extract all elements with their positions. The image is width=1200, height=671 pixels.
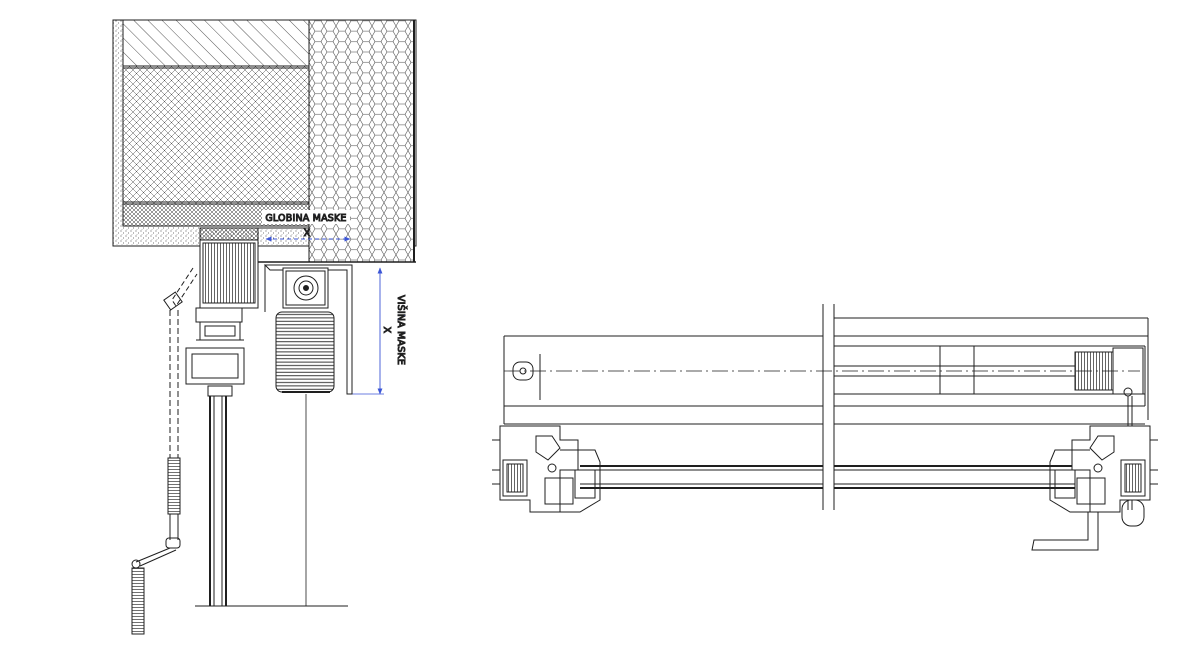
profile-right [1031, 425, 1158, 551]
depth-value: X [304, 228, 311, 239]
profile-left [492, 425, 601, 513]
horizontal-section [492, 304, 1158, 551]
glass-unit [580, 465, 1075, 489]
shutter-box [263, 264, 353, 606]
crank-handle [131, 267, 198, 635]
height-value: X [381, 327, 392, 334]
box-outline [503, 317, 1149, 425]
vertical-section: GLOBINA MASKE X VIŠINA MASKE X [112, 19, 417, 635]
roller-axle [504, 345, 1144, 510]
height-label: VIŠINA MASKE [395, 295, 407, 365]
window-frame-top [185, 239, 259, 397]
height-dimension: VIŠINA MASKE X [352, 267, 408, 395]
glass-pane [195, 396, 348, 607]
depth-dimension: GLOBINA MASKE X [262, 210, 351, 242]
depth-label: GLOBINA MASKE [265, 213, 346, 224]
break-lines [822, 304, 835, 510]
lintel-block [112, 19, 417, 263]
